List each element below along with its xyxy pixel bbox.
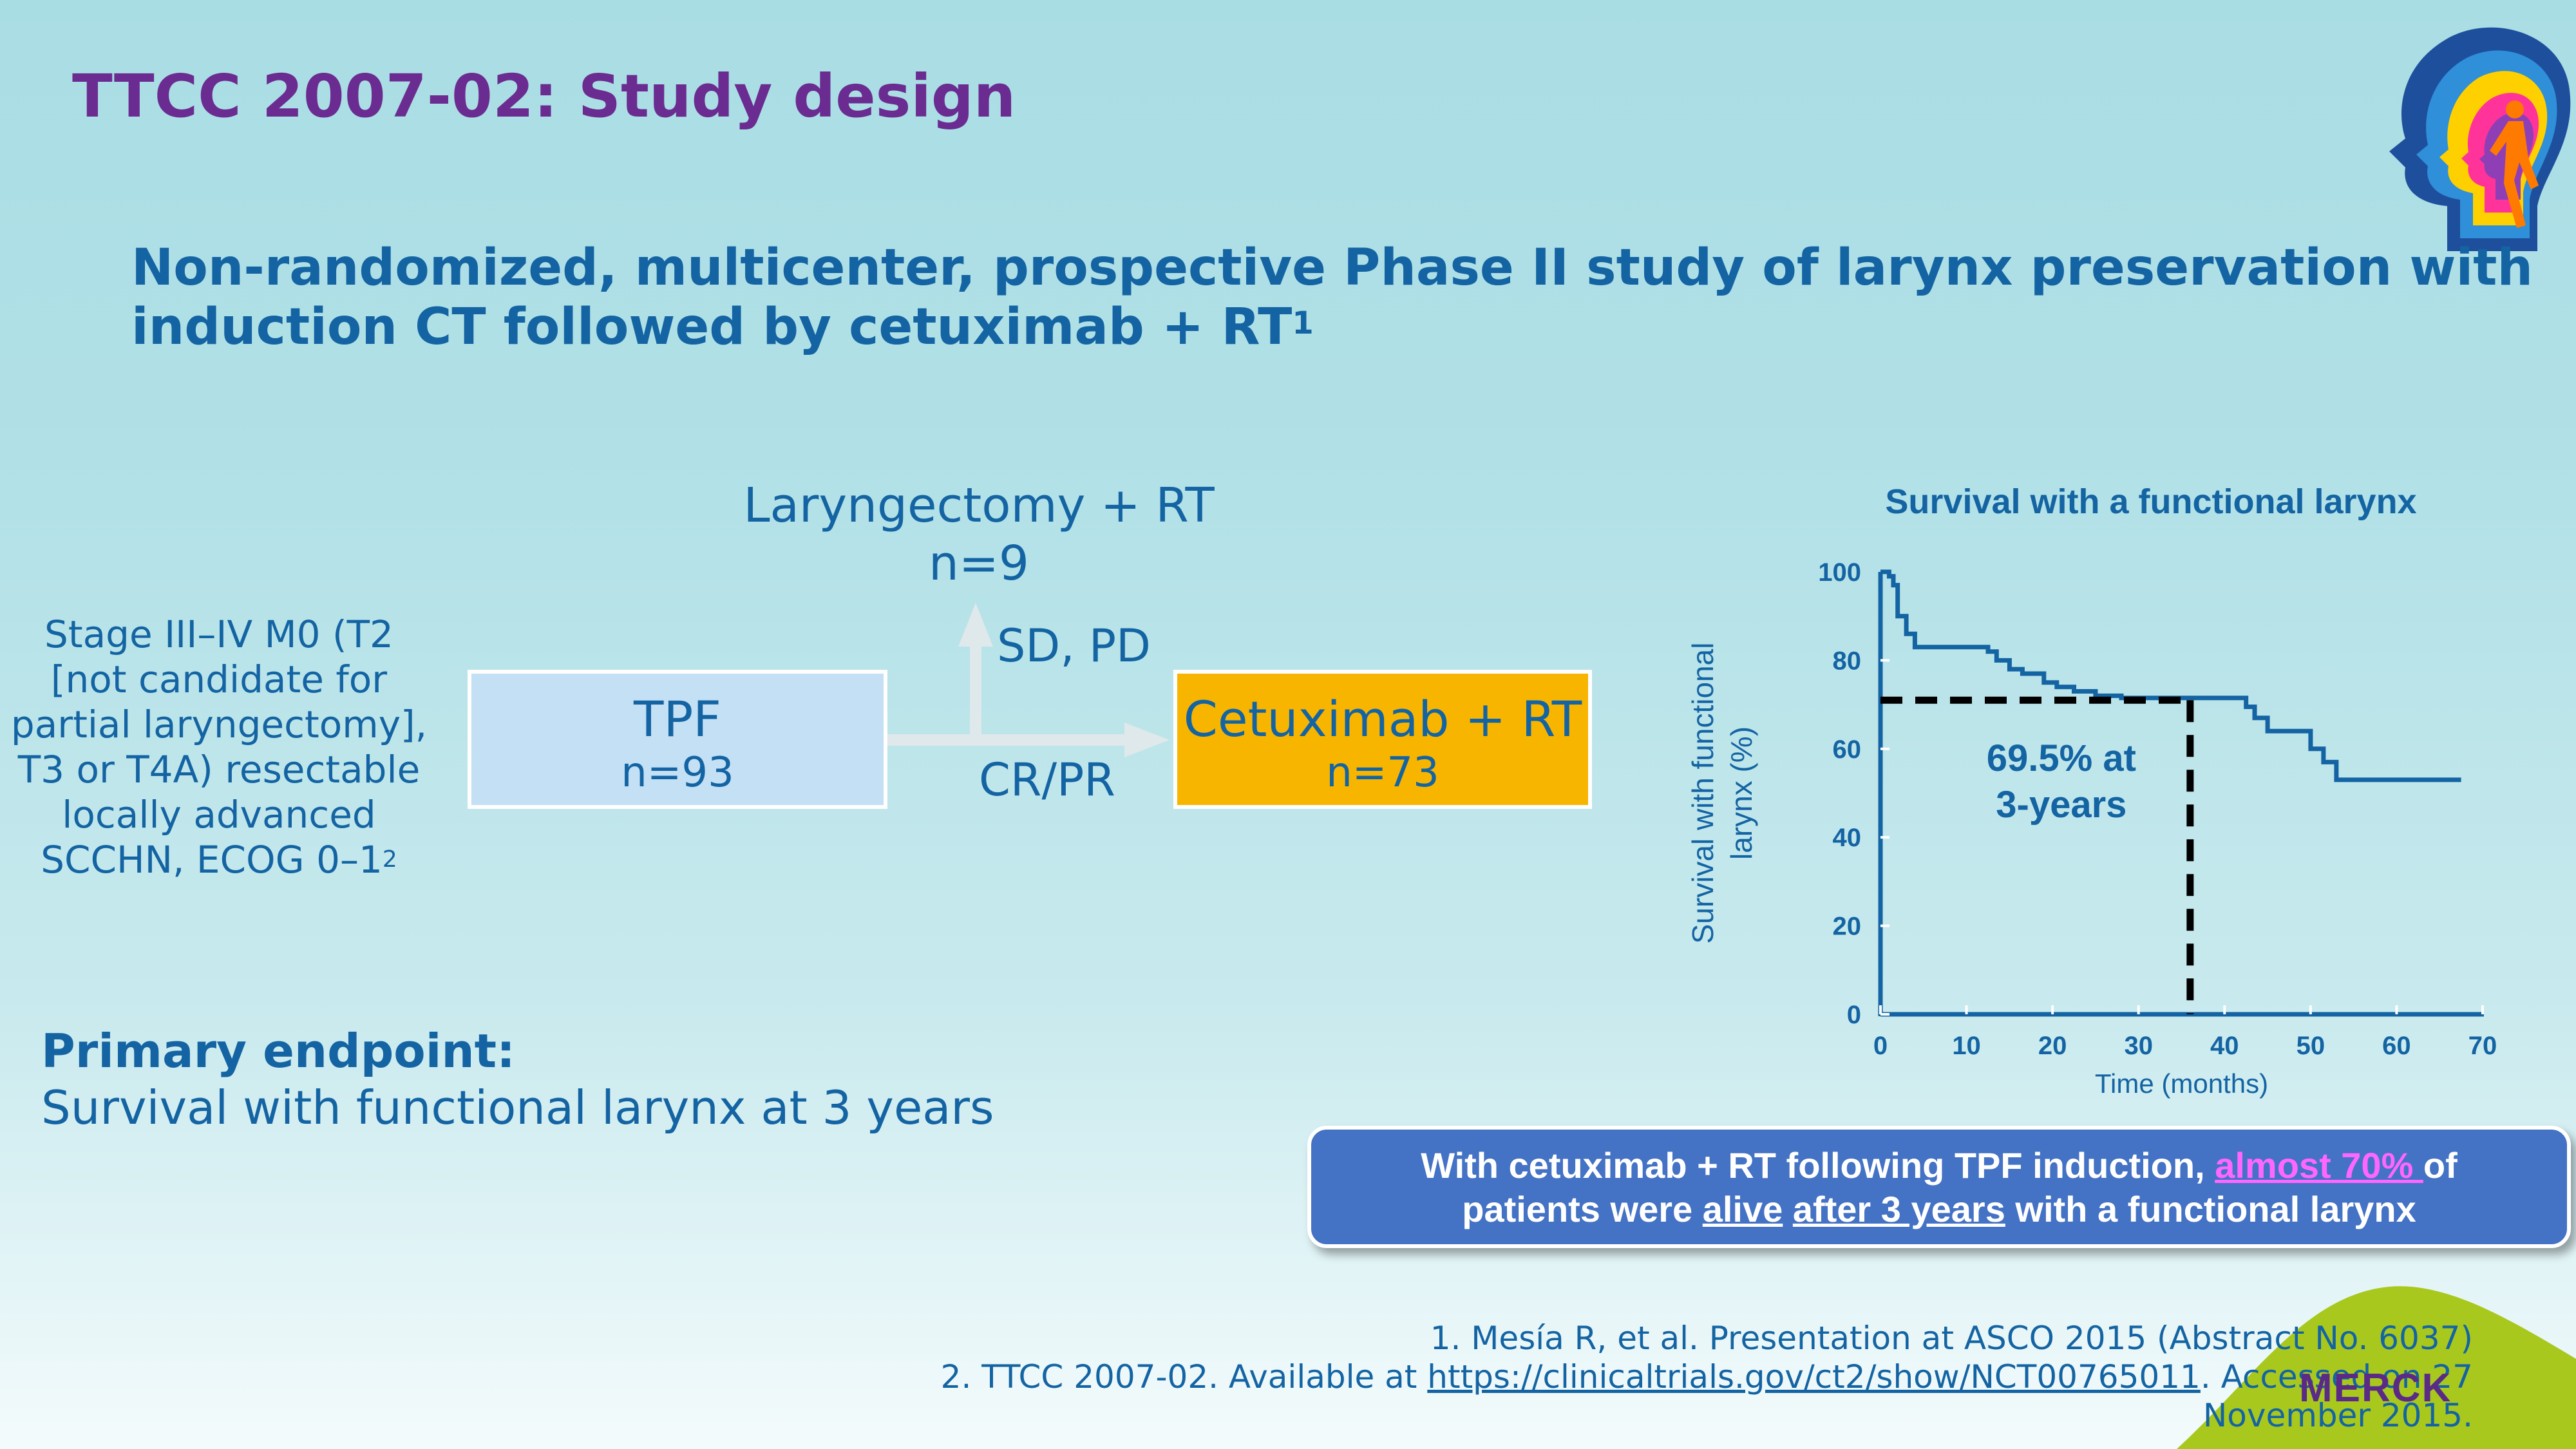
x-tick-label: 40 xyxy=(2210,1032,2239,1060)
x-tick-label: 70 xyxy=(2468,1032,2497,1060)
y-tick-label: 40 xyxy=(1833,824,1862,852)
x-tick-label: 30 xyxy=(2124,1032,2153,1060)
y-tick-label: 0 xyxy=(1847,1001,1861,1029)
study-description-line1: Non-randomized, multicenter, prospective… xyxy=(131,239,2533,297)
annotation-line1: 69.5% at xyxy=(1987,737,2136,779)
population-line: T3 or T4A) resectable xyxy=(17,748,421,791)
x-tick-label: 0 xyxy=(1873,1032,1888,1060)
callout-text-1a: With cetuximab + RT following TPF induct… xyxy=(1421,1145,2215,1186)
cetuximab-label: Cetuximab + RT xyxy=(1183,690,1582,748)
horizontal-arrow-head xyxy=(1124,723,1170,757)
key-finding-callout: With cetuximab + RT following TPF induct… xyxy=(1307,1126,2571,1248)
callout-after-3-years: after 3 years xyxy=(1792,1189,2005,1229)
y-tick-label: 80 xyxy=(1833,647,1862,675)
primary-endpoint-label: Primary endpoint: xyxy=(41,1024,515,1078)
reference-2-link[interactable]: https://clinicaltrials.gov/ct2/show/NCT0… xyxy=(1427,1358,2201,1396)
cetuximab-box: Cetuximab + RT n=73 xyxy=(1173,670,1592,809)
vertical-arrow-head xyxy=(958,603,993,647)
brand-accent-shape xyxy=(2177,1286,2576,1449)
horizontal-arrow-shaft xyxy=(887,734,1126,746)
patient-population: Stage III–IV M0 (T2 [not candidate for p… xyxy=(0,612,438,882)
vertical-arrow-shaft xyxy=(970,644,981,739)
callout-text-2a: patients were xyxy=(1462,1189,1703,1229)
y-axis-title-line2: larynx (%) xyxy=(1725,726,1758,860)
footnote-ref-1: 1 xyxy=(1292,305,1314,341)
population-line: locally advanced xyxy=(62,793,376,837)
x-tick-label: 10 xyxy=(1952,1032,1981,1060)
tpf-label: TPF xyxy=(634,690,721,748)
x-tick-label: 60 xyxy=(2382,1032,2411,1060)
callout-highlight: almost 70% xyxy=(2215,1145,2423,1186)
study-description-line2: induction CT followed by cetuximab + RT xyxy=(131,298,1293,356)
y-axis-title-line1: Survival with functional xyxy=(1686,643,1719,944)
reference-2-date: November 2015. xyxy=(2202,1397,2473,1434)
annotation-line2: 3-years xyxy=(1996,784,2126,826)
tpf-box: TPF n=93 xyxy=(468,670,887,809)
callout-alive: alive xyxy=(1702,1189,1783,1229)
cr-pr-label: CR/PR xyxy=(979,753,1115,806)
population-line: SCCHN, ECOG 0–12 xyxy=(0,837,438,882)
y-tick-label: 20 xyxy=(1833,913,1862,941)
survival-curve xyxy=(1880,569,2461,782)
merck-logo: MERCK xyxy=(2299,1366,2452,1410)
population-line: partial laryngectomy], xyxy=(10,703,428,746)
callout-text-2b: with a functional larynx xyxy=(2005,1189,2416,1229)
population-line: Stage III–IV M0 (T2 xyxy=(44,612,393,656)
references: 1. Mesía R, et al. Presentation at ASCO … xyxy=(941,1319,2473,1435)
callout-text-1b: of xyxy=(2423,1145,2458,1186)
x-tick-label: 20 xyxy=(2038,1032,2067,1060)
chart-title: Survival with a functional larynx xyxy=(1885,482,2417,521)
x-axis-title: Time (months) xyxy=(2095,1068,2268,1099)
reference-2-text: 2. TTCC 2007-02. Available at xyxy=(940,1358,1428,1396)
population-last-text: SCCHN, ECOG 0–1 xyxy=(41,838,383,882)
reference-2-accessed: . Accessed on 27 xyxy=(2200,1358,2473,1396)
study-description: Non-randomized, multicenter, prospective… xyxy=(131,238,2533,357)
sd-pd-label: SD, PD xyxy=(997,620,1151,672)
cetuximab-n: n=73 xyxy=(1326,749,1439,797)
reference-2: 2. TTCC 2007-02. Available at https://cl… xyxy=(941,1358,2473,1396)
callout-space xyxy=(1783,1189,1793,1229)
slide-title: TTCC 2007-02: Study design xyxy=(72,62,1016,131)
population-line: [not candidate for xyxy=(50,658,388,701)
laryngectomy-n: n=9 xyxy=(929,536,1029,591)
primary-endpoint-text: Survival with functional larynx at 3 yea… xyxy=(41,1081,994,1135)
head-silhouette-icon xyxy=(2389,27,2571,252)
tpf-n: n=93 xyxy=(621,749,734,797)
laryngectomy-label: Laryngectomy + RT xyxy=(743,478,1215,533)
y-tick-label: 60 xyxy=(1833,735,1862,764)
reference-1: 1. Mesía R, et al. Presentation at ASCO … xyxy=(1430,1320,2473,1357)
laryngectomy-outcome: Laryngectomy + RT n=9 xyxy=(708,477,1249,592)
x-tick-label: 50 xyxy=(2297,1032,2325,1060)
footnote-ref-2: 2 xyxy=(382,846,397,873)
y-tick-label: 100 xyxy=(1818,558,1861,587)
